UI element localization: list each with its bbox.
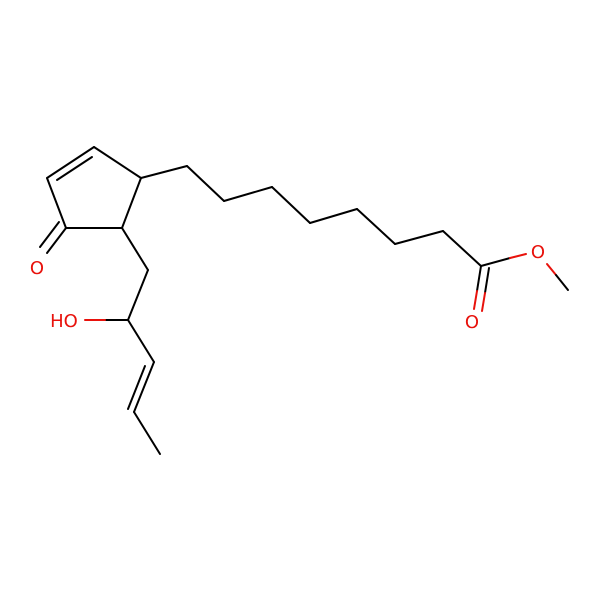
bond-ester-c-o-single-red: [509, 253, 527, 259]
bond-chain-8: [442, 230, 482, 267]
bond-chain-7: [394, 230, 444, 245]
ketone-group: O: [30, 221, 67, 279]
bond-ring-c5-c4: [46, 177, 67, 229]
ester-side-chain: [140, 165, 482, 267]
bond-alkene-inner: [127, 365, 146, 410]
bond-ring-c3-c2: [121, 177, 142, 229]
bond-side-2: [127, 269, 149, 321]
bond-chain-5: [309, 208, 358, 224]
bond-side-3: [127, 319, 155, 363]
bond-alkene-outer: [133, 361, 155, 413]
bond-ketone-c-o-2: [39, 221, 60, 248]
ester-carbonyl-oxygen-label: O: [465, 312, 479, 333]
bond-chain-6: [356, 208, 396, 245]
bond-o-methyl-red: [546, 263, 557, 276]
bond-side-1: [121, 227, 149, 271]
bond-chain-4: [271, 186, 311, 224]
bond-ester-carbonyl-2: [484, 267, 490, 294]
bond-chain-1: [140, 165, 188, 179]
bond-ester-carbonyl-1: [476, 265, 482, 292]
bond-chain-2: [186, 165, 225, 202]
cyclopentenone-ring: [46, 146, 142, 229]
hydroxyl-label: HO: [50, 311, 78, 332]
bond-chain-3: [223, 186, 273, 202]
bond-ring-c1-c5-double-outer: [46, 146, 95, 179]
bond-ester-c-o-single: [480, 257, 511, 267]
bond-ester-carbonyl-2-red: [481, 292, 486, 312]
bond-ester-carbonyl-1-red: [473, 290, 478, 310]
methyl-ester-group: O O: [465, 242, 569, 333]
hydroxybutenyl-side-chain: HO: [50, 227, 161, 455]
bond-o-methyl: [555, 274, 569, 291]
bond-ring-c1-c5-double-inner: [56, 156, 93, 181]
bond-terminal-methyl: [133, 411, 161, 455]
bond-ketone-c-o-1: [46, 227, 67, 254]
bond-ring-c1-c2: [93, 146, 142, 179]
ring-ketone-oxygen-label: O: [30, 258, 44, 279]
ester-ether-oxygen-label: O: [531, 242, 545, 263]
